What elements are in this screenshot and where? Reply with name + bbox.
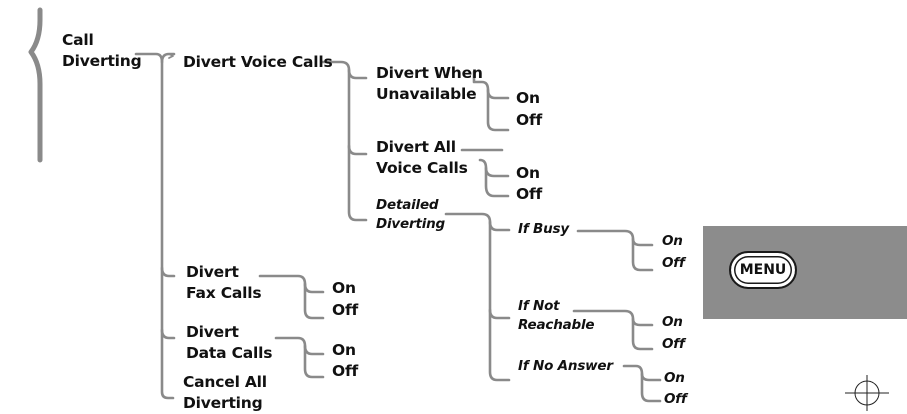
connector-detailed [444, 212, 511, 382]
connector-no-answer [622, 364, 662, 403]
detailed-label-line1: Detailed [376, 197, 439, 213]
fax-label-line2: Fax Calls [186, 284, 262, 302]
connector-fax [258, 274, 325, 320]
menu-item-divert-all-voice-calls[interactable]: Divert All Voice Calls [376, 137, 468, 179]
menu-item-detailed-diverting[interactable]: Detailed Diverting [376, 196, 445, 234]
connector-data [274, 336, 325, 379]
not-reachable-label-line2: Reachable [518, 317, 595, 333]
connector-not-reachable [572, 309, 654, 351]
not-reachable-label-line1: If Not [518, 298, 560, 314]
unavailable-label-line2: Unavailable [376, 85, 477, 103]
menu-item-divert-when-unavailable[interactable]: Divert When Unavailable [376, 63, 483, 105]
all-voice-label-line1: Divert All [376, 138, 456, 156]
data-label-line2: Data Calls [186, 344, 273, 362]
menu-item-if-no-answer[interactable]: If No Answer [518, 358, 613, 374]
connector-busy [576, 229, 654, 272]
root-label-line1: Call [62, 31, 94, 49]
detailed-label-line2: Diverting [376, 216, 446, 232]
menu-item-divert-fax-calls[interactable]: Divert Fax Calls [186, 262, 262, 304]
data-label-line1: Divert [186, 323, 239, 341]
cancel-label-line1: Cancel All [183, 373, 267, 391]
crosshair-icon [845, 375, 889, 411]
connector-root [134, 52, 175, 400]
option-all-voice-off[interactable]: Off [516, 185, 543, 203]
option-not-reachable-off[interactable]: Off [662, 336, 685, 352]
option-all-voice-on[interactable]: On [516, 164, 540, 182]
menu-item-if-busy[interactable]: If Busy [518, 221, 569, 237]
connector-unavailable [472, 70, 510, 132]
option-fax-off[interactable]: Off [332, 301, 359, 319]
root-call-diverting[interactable]: Call Diverting [62, 30, 142, 72]
menu-key-label: MENU [739, 262, 787, 278]
menu-item-divert-voice-calls[interactable]: Divert Voice Calls [183, 53, 333, 71]
menu-item-if-not-reachable[interactable]: If Not Reachable [518, 297, 595, 335]
option-busy-off[interactable]: Off [662, 255, 685, 271]
chapter-bracket [28, 7, 43, 163]
cancel-label-line2: Diverting [183, 394, 263, 412]
menu-item-divert-data-calls[interactable]: Divert Data Calls [186, 322, 272, 364]
connector-voice [320, 60, 368, 222]
root-label-line2: Diverting [62, 52, 142, 70]
menu-key-icon[interactable]: MENU [729, 251, 797, 289]
fax-label-line1: Divert [186, 263, 239, 281]
option-data-on[interactable]: On [332, 341, 356, 359]
menu-key-panel: MENU [703, 226, 907, 319]
unavailable-label-line1: Divert When [376, 64, 483, 82]
option-not-reachable-on[interactable]: On [662, 314, 683, 330]
option-data-off[interactable]: Off [332, 362, 359, 380]
option-unavailable-off[interactable]: Off [516, 111, 543, 129]
all-voice-label-line2: Voice Calls [376, 159, 468, 177]
option-fax-on[interactable]: On [332, 279, 356, 297]
option-no-answer-off[interactable]: Off [664, 391, 687, 407]
option-no-answer-on[interactable]: On [664, 370, 685, 386]
option-unavailable-on[interactable]: On [516, 89, 540, 107]
menu-item-cancel-all-diverting[interactable]: Cancel All Diverting [183, 372, 267, 414]
option-busy-on[interactable]: On [662, 233, 683, 249]
